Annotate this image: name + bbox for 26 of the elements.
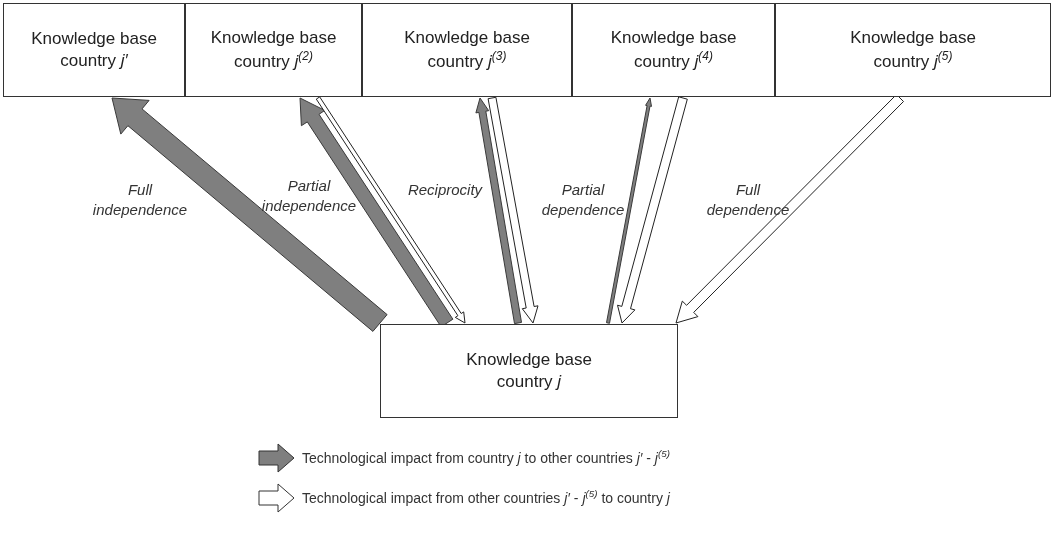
block-arrow	[675, 94, 904, 324]
block-arrow	[617, 96, 688, 324]
country-box	[775, 3, 1051, 97]
edge-label: Partial dependence	[540, 180, 626, 221]
country-box	[572, 3, 775, 97]
block-arrow	[487, 96, 539, 324]
edge-label: Full dependence	[705, 180, 791, 221]
box-label: Knowledge base country j$^{(4)}$	[609, 27, 738, 73]
box-label: Knowledge base country j$^{(5)}$	[849, 27, 977, 73]
legend-text: Technological impact from country j to other countries j′ - j$^{(5)}$	[302, 448, 670, 466]
box-label: Knowledge base country j	[465, 348, 593, 393]
box-label: Knowledge base country j$^{(3)}$	[403, 27, 531, 73]
block-arrow	[606, 97, 652, 324]
box-label: Knowledge base country j$^{(2)}$	[209, 27, 338, 73]
box-label: Knowledge base country j′	[30, 27, 158, 72]
edge-label: Reciprocity	[406, 180, 484, 200]
legend-text: Technological impact from other countries j′ - j$^{(5)}$ to country j	[302, 488, 670, 506]
edge-label: Full independence	[91, 180, 189, 221]
country-box	[3, 3, 185, 97]
block-arrow	[315, 96, 466, 324]
country-box	[185, 3, 362, 97]
block-arrow	[111, 97, 388, 332]
central-box	[380, 324, 678, 418]
edge-label: Partial independence	[260, 176, 358, 217]
block-arrow	[475, 97, 522, 325]
country-box	[362, 3, 572, 97]
